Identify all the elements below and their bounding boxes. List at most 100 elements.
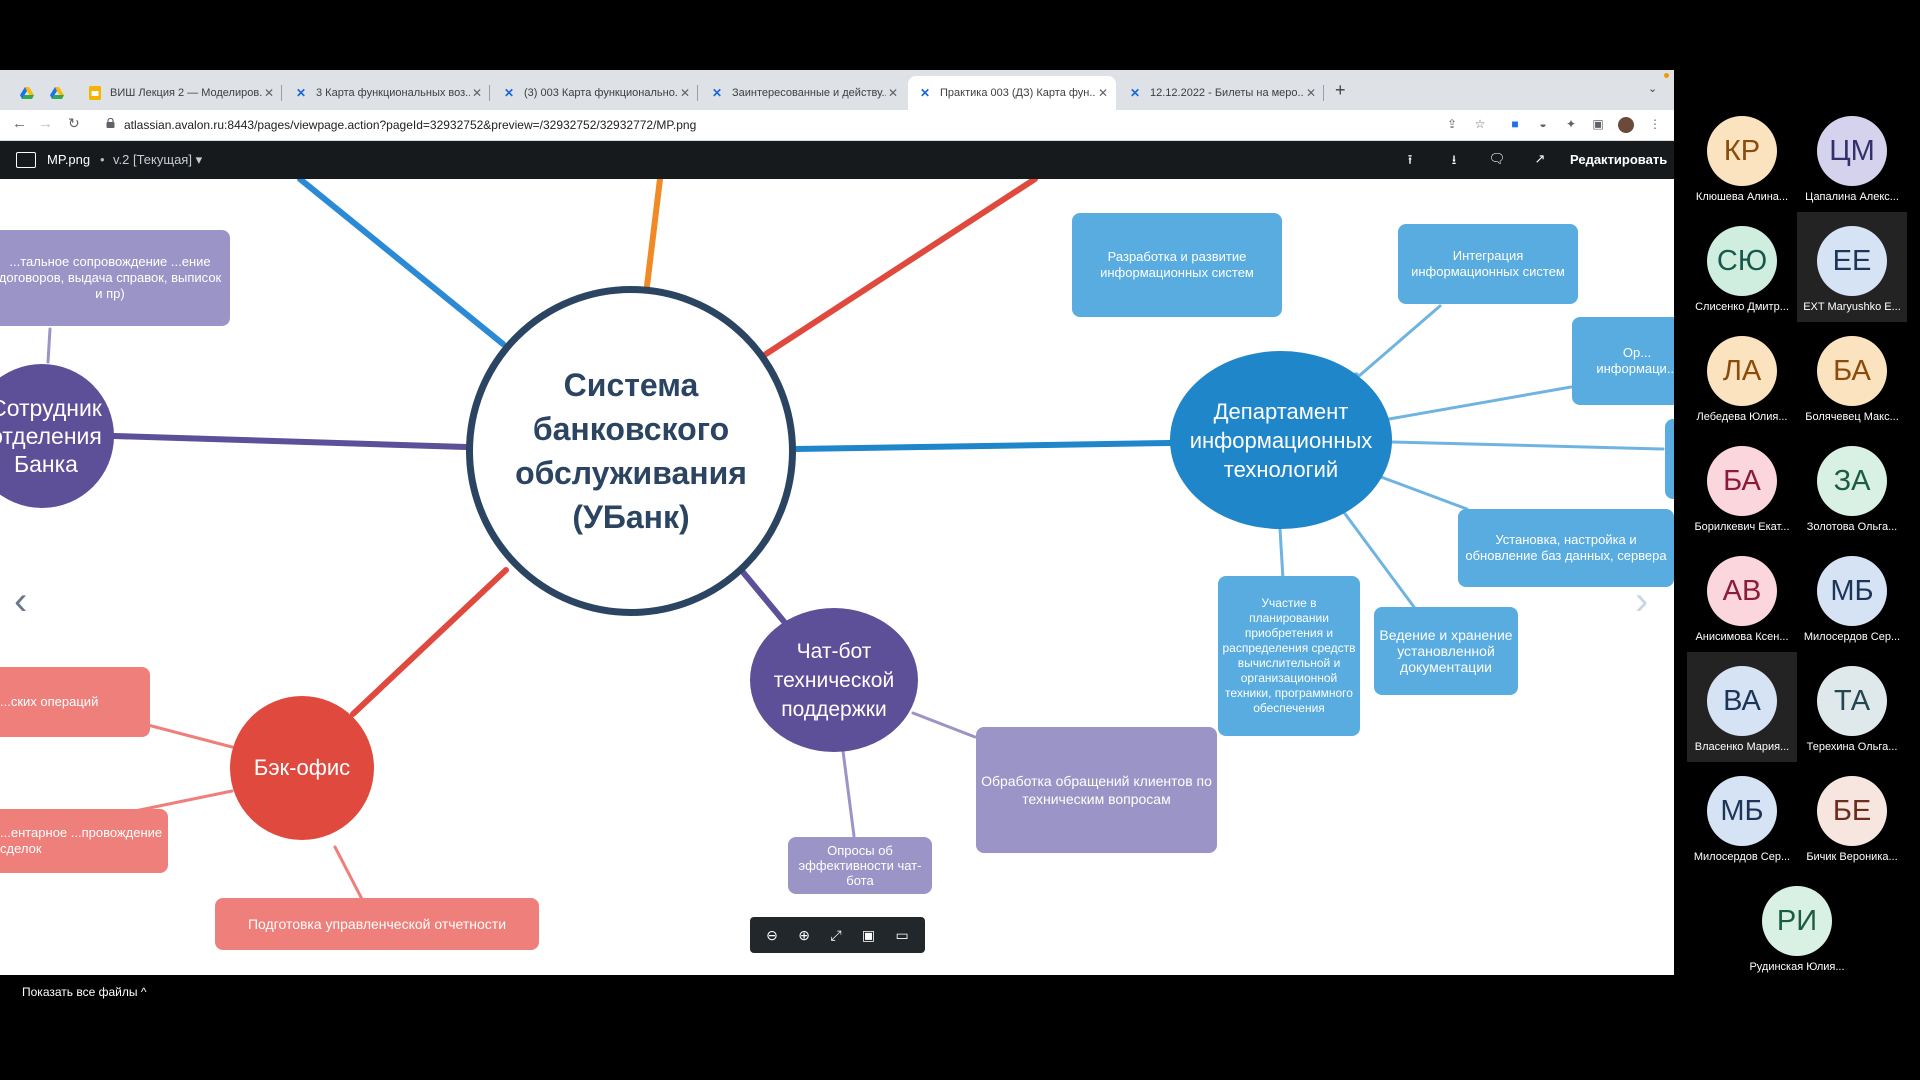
extension-mask-icon[interactable]: ◒: [1539, 117, 1547, 131]
reload-icon[interactable]: ↻: [68, 115, 80, 131]
node-it-department: Департамент информационных технологий: [1170, 351, 1392, 529]
avatar: ЗА: [1817, 446, 1887, 516]
new-tab-button[interactable]: +: [1335, 80, 1346, 100]
zoom-out-icon[interactable]: ⊖: [766, 926, 778, 943]
upload-icon[interactable]: ⭱: [1407, 152, 1413, 167]
comment-icon[interactable]: ▭: [895, 926, 909, 943]
participant-tile[interactable]: ЛА Лебедева Юлия...: [1687, 322, 1797, 432]
participant-tile[interactable]: БЕ Бичик Вероника...: [1797, 762, 1907, 872]
participant-tile[interactable]: БА Болячевец Макс...: [1797, 322, 1907, 432]
box-install-db: Установка, настройка и обновление баз да…: [1458, 509, 1674, 587]
extension-zoom-icon[interactable]: ■: [1511, 117, 1519, 131]
chevron-up-icon: ^: [140, 985, 147, 999]
avatar: БА: [1817, 336, 1887, 406]
box-reports: Подготовка управленческой отчетности: [215, 898, 539, 950]
google-drive-icon: [20, 86, 34, 100]
avatar: БЕ: [1817, 776, 1887, 846]
box-deals: ...ентарное ...провождение сделок: [0, 809, 168, 873]
previous-image-arrow-icon[interactable]: ‹: [14, 579, 28, 623]
close-icon[interactable]: ✕: [471, 86, 483, 100]
box-docs: Ведение и хранение установленной докумен…: [1374, 607, 1518, 695]
extensions-puzzle-icon[interactable]: ✦: [1565, 117, 1577, 131]
close-icon[interactable]: ✕: [1305, 86, 1317, 100]
chevron-down-icon: ▾: [195, 152, 203, 167]
show-all-files-button[interactable]: Показать все файлы ^: [22, 985, 146, 999]
box-surveys: Опросы об эффективности чат-бота: [788, 837, 932, 894]
node-chatbot: Чат-бот технической поддержки: [750, 608, 918, 752]
edit-button[interactable]: Редактировать: [1570, 152, 1668, 167]
separator-dot: •: [100, 152, 105, 167]
tab-search-chevron-icon[interactable]: ⌄: [1648, 83, 1658, 95]
tab-lecture[interactable]: ВИШ Лекция 2 — Моделиров... ✕: [78, 76, 282, 110]
tab-title: ВИШ Лекция 2 — Моделиров...: [110, 87, 262, 99]
participant-name: Анисимова Ксен...: [1695, 631, 1789, 643]
google-drive-icon: [50, 86, 64, 100]
confluence-icon: ✕: [1129, 86, 1141, 100]
zoom-toolbar: ⊖ ⊕ ⤢ ▣ ▭: [750, 917, 925, 953]
image-canvas: Система банковского обслуживания (УБанк)…: [0, 179, 1674, 975]
avatar: СЮ: [1707, 226, 1777, 296]
fit-to-screen-icon[interactable]: ⤢: [830, 926, 842, 943]
close-icon[interactable]: ✕: [887, 86, 899, 100]
tab-title: 12.12.2022 - Билеты на меро...: [1150, 87, 1304, 99]
download-icon[interactable]: ⭳: [1451, 152, 1457, 167]
participant-name: EXT Maryushko E...: [1803, 301, 1901, 313]
tab-stakeholders[interactable]: ✕ Заинтересованные и действу... ✕: [700, 76, 906, 110]
participant-name: Золотова Ольга...: [1806, 521, 1898, 533]
zoom-in-icon[interactable]: ⊕: [798, 926, 810, 943]
side-panel-icon[interactable]: ▣: [1592, 117, 1604, 131]
tab-google-drive-1[interactable]: [14, 76, 42, 110]
version-dropdown[interactable]: v.2 [Текущая] ▾: [113, 152, 202, 168]
tab-functional-map-003[interactable]: ✕ (3) 003 Карта функционально... ✕: [492, 76, 698, 110]
address-bar[interactable]: atlassian.avalon.ru:8443/pages/viewpage.…: [124, 118, 697, 132]
participant-tile[interactable]: МБ Милосердов Сер...: [1687, 762, 1797, 872]
participant-tile[interactable]: РИ Рудинская Юлия...: [1742, 872, 1852, 982]
participant-name: Клюшева Алина...: [1695, 191, 1789, 203]
tab-practice-003[interactable]: ✕ Практика 003 (ДЗ) Карта фун... ✕: [908, 76, 1116, 110]
participant-tile[interactable]: СЮ Слисенко Дмитр...: [1687, 212, 1797, 322]
lock-icon[interactable]: [106, 118, 115, 128]
participant-tile[interactable]: ЕЕ EXT Maryushko E...: [1797, 212, 1907, 322]
participant-tile[interactable]: ВА Власенко Мария...: [1687, 652, 1797, 762]
tab-title: (3) 003 Карта функционально...: [524, 87, 678, 99]
box-operations: ...ских операций: [0, 667, 150, 737]
version-label: v.2 [Текущая]: [113, 152, 192, 167]
box-requests: Обработка обращений клиентов по техничес…: [976, 727, 1217, 853]
bookmark-star-icon[interactable]: ☆: [1474, 117, 1486, 131]
presentation-icon[interactable]: ▣: [861, 926, 876, 943]
forward-arrow-icon[interactable]: →: [38, 115, 53, 132]
box-org-info: Ор... информаци...: [1572, 317, 1674, 405]
central-node: Система банковского обслуживания (УБанк): [466, 286, 796, 616]
avatar: АВ: [1707, 556, 1777, 626]
tab-functional-map-3[interactable]: ✕ 3 Карта функциональных воз... ✕: [284, 76, 490, 110]
participant-tile[interactable]: БА Борилкевич Екат...: [1687, 432, 1797, 542]
avatar: ЕЕ: [1817, 226, 1887, 296]
back-arrow-icon[interactable]: ←: [12, 115, 27, 132]
participant-tile[interactable]: АВ Анисимова Ксен...: [1687, 542, 1797, 652]
confluence-icon: ✕: [919, 86, 931, 100]
avatar: ТА: [1817, 666, 1887, 736]
close-icon[interactable]: ✕: [679, 86, 691, 100]
participant-name: Слисенко Дмитр...: [1695, 301, 1789, 313]
participant-tile[interactable]: ТА Терехина Ольга...: [1797, 652, 1907, 762]
participant-name: Рудинская Юлия...: [1749, 961, 1845, 973]
open-external-icon[interactable]: ↗: [1534, 151, 1546, 166]
close-icon[interactable]: ✕: [263, 86, 275, 100]
participant-tile[interactable]: ЗА Золотова Ольга...: [1797, 432, 1907, 542]
close-icon[interactable]: ✕: [1097, 86, 1109, 100]
profile-avatar[interactable]: [1618, 117, 1634, 133]
participant-tile[interactable]: КР Клюшева Алина...: [1687, 102, 1797, 212]
kebab-menu-icon[interactable]: ⋮: [1649, 117, 1661, 131]
participant-name: Борилкевич Екат...: [1694, 521, 1790, 533]
comment-icon[interactable]: 🗨: [1488, 151, 1506, 166]
tab-tickets[interactable]: ✕ 12.12.2022 - Билеты на меро... ✕: [1118, 76, 1324, 110]
browser-window: ВИШ Лекция 2 — Моделиров... ✕ ✕ 3 Карта …: [0, 70, 1674, 975]
share-icon[interactable]: ⇪: [1446, 117, 1458, 131]
participant-name: Власенко Мария...: [1694, 741, 1790, 753]
participant-tile[interactable]: МБ Милосердов Сер...: [1797, 542, 1907, 652]
tab-google-drive-2[interactable]: [44, 76, 78, 110]
tab-title: Заинтересованные и действу...: [732, 87, 886, 99]
recording-indicator-icon: [1664, 73, 1669, 78]
next-image-arrow-icon[interactable]: ›: [1635, 579, 1649, 623]
participant-tile[interactable]: ЦМ Цапалина Алекс...: [1797, 102, 1907, 212]
